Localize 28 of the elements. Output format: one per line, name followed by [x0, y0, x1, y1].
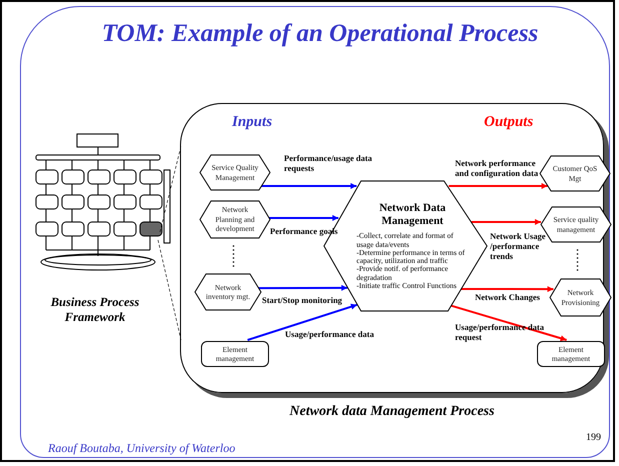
page-number: 199	[586, 432, 602, 443]
process-hexagon	[550, 279, 611, 316]
process-title: Network Data Management	[378, 202, 447, 228]
arrow	[448, 183, 548, 189]
edge-label: Usage/performance data request	[455, 322, 545, 342]
system-box	[537, 341, 605, 367]
process-hexagon	[200, 201, 270, 238]
arrow	[260, 182, 357, 189]
edge-label: Network Usage /performance trends	[490, 231, 546, 262]
section-heading: Outputs	[484, 114, 534, 131]
process-hexagon	[195, 274, 261, 310]
edge-label: Performance/usage data requests	[284, 153, 374, 174]
arrow	[258, 284, 348, 291]
edge-label: Start/Stop monitoring	[262, 295, 344, 306]
arrow	[471, 219, 541, 225]
arrow	[268, 214, 338, 221]
edge-label: Network Changes	[475, 292, 541, 302]
arrow	[247, 304, 358, 341]
slide-footer: Raouf Boutaba, University of Waterloo	[48, 441, 236, 456]
edge-label: Network performance and configuration data	[455, 158, 540, 178]
process-hexagon	[200, 155, 270, 190]
framework-label: Business Process Framework	[50, 295, 140, 325]
slide-title: TOM: Example of an Operational Process	[100, 20, 540, 48]
panel-caption: Network data Management Process	[288, 404, 496, 420]
section-heading: Inputs	[232, 114, 274, 131]
system-box	[201, 341, 269, 367]
process-hexagon	[540, 156, 610, 191]
edge-label: Usage/performance data	[285, 329, 375, 340]
